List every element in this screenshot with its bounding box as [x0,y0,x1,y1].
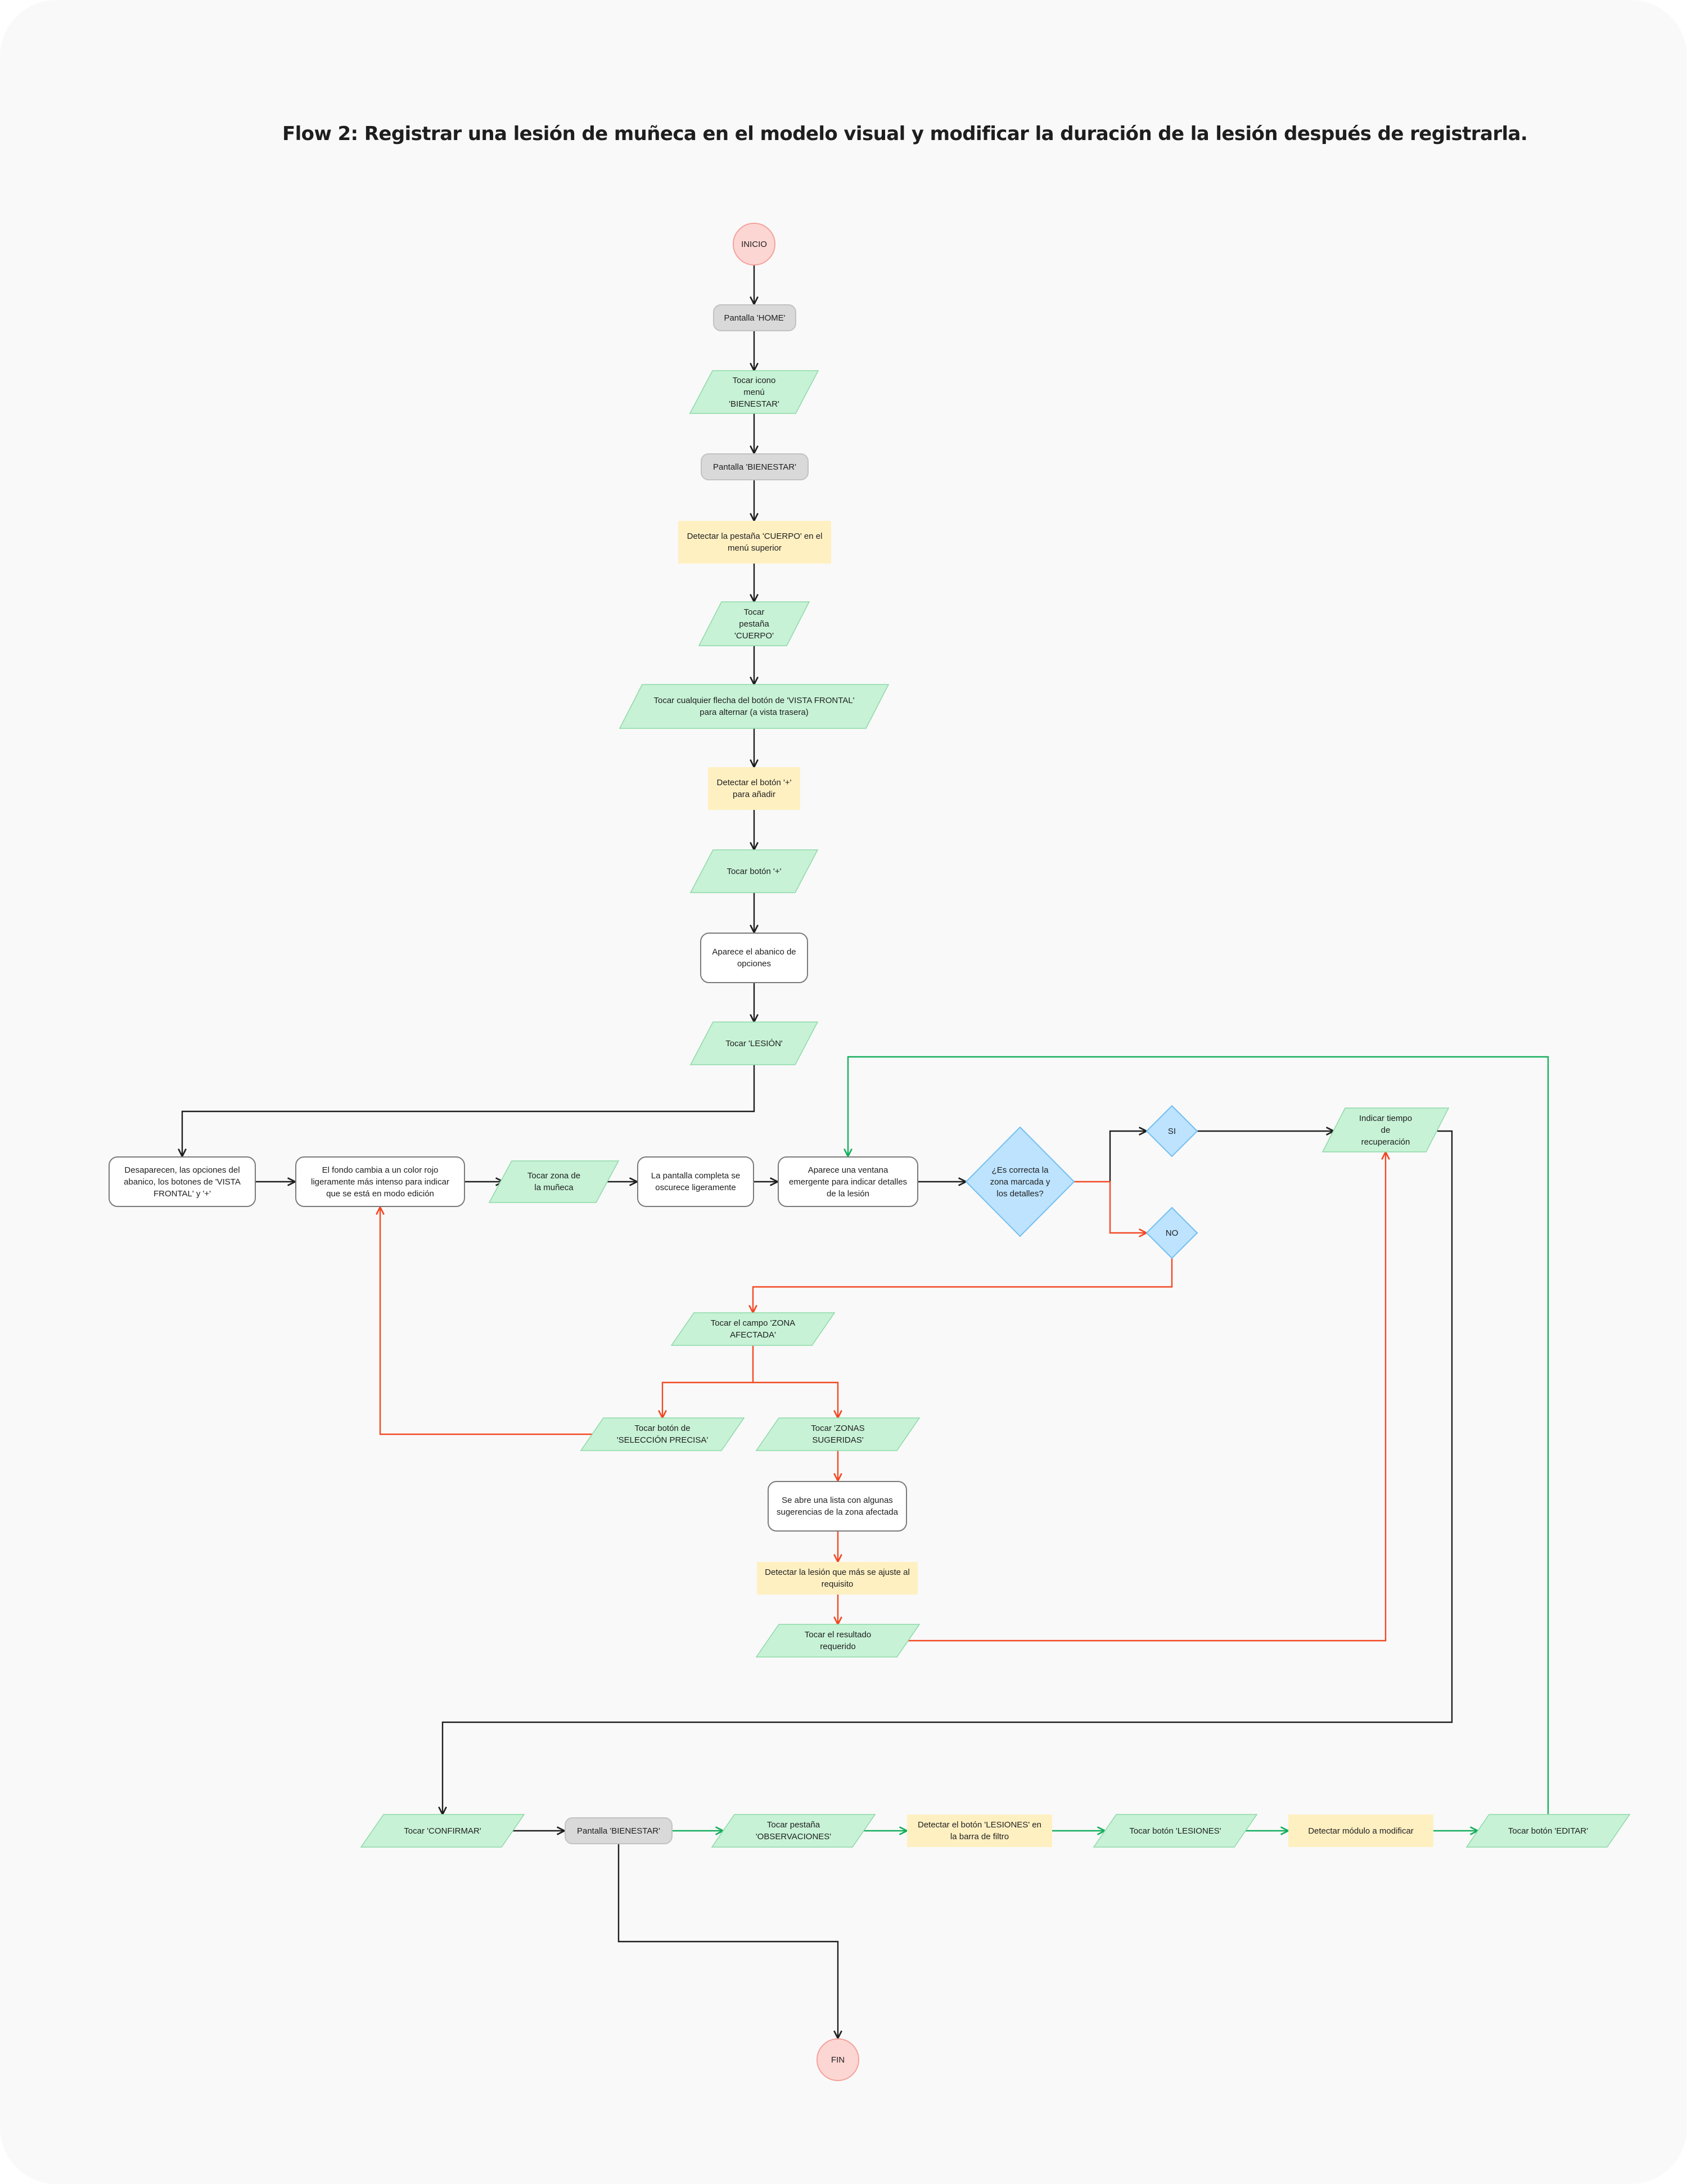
action-tap-edit-button: Tocar botón 'EDITAR' [1465,1814,1631,1848]
detect-cuerpo-tab-node: Detectar la pestaña 'CUERPO' en el menú … [678,521,831,564]
end-node: FIN [817,2038,859,2081]
action-tap-lesiones-button: Tocar botón 'LESIONES' [1093,1814,1258,1848]
process-suggestions-list-node: Se abre una lista con algunas sugerencia… [768,1481,907,1532]
connector-arrow [848,1056,1549,1814]
action-tap-plus-button: Tocar botón '+' [689,849,819,893]
detect-plus-button-node: Detectar el botón '+' para añadir [708,767,800,810]
start-node: INICIO [733,223,775,265]
flow-title: Flow 2: Registrar una lesión de muñeca e… [282,123,1528,145]
action-tap-suggested-zones: Tocar 'ZONAS SUGERIDAS' [755,1417,921,1451]
connector-arrow [1074,1181,1147,1233]
process-popup-details-node: Aparece una ventana emergente para indic… [778,1156,918,1207]
decision-zone-correct-node: ¿Es correcta la zona marcada y los detal… [965,1126,1075,1237]
connector-arrow [443,1130,1453,1814]
process-options-disappear-node: Desaparecen, las opciones del abanico, l… [109,1156,256,1207]
connector-arrow [1109,1131,1147,1182]
connector-arrow [903,1152,1386,1642]
connector-arrow [753,1258,1173,1313]
detect-lesiones-button-node: Detectar el botón 'LESIONES' en la barra… [907,1814,1052,1847]
action-tap-cuerpo-tab: Tocar pestaña 'CUERPO' [698,601,810,646]
connector-arrow [662,1345,754,1418]
screen-home-node: Pantalla 'HOME' [713,304,796,331]
action-tap-view-arrow: Tocar cualquier flecha del botón de 'VIS… [619,684,890,729]
process-fan-options-node: Aparece el abanico de opciones [700,933,808,983]
detect-module-node: Detectar módulo a modificar [1288,1814,1433,1847]
action-tap-lesion: Tocar 'LESIÓN' [689,1021,819,1065]
detect-matching-injury-node: Detectar la lesión que más se ajuste al … [757,1562,918,1595]
action-tap-bienestar-icon: Tocar icono menú 'BIENESTAR' [689,370,819,414]
action-tap-observaciones-tab: Tocar pestaña 'OBSERVACIONES' [711,1814,876,1848]
action-tap-precise-selection: Tocar botón de 'SELECCIÓN PRECISA' [580,1417,745,1451]
action-tap-required-result: Tocar el resultado requerido [755,1624,921,1658]
process-red-background-node: El fondo cambia a un color rojo ligerame… [295,1156,465,1207]
connector-arrow [753,1381,838,1418]
process-screen-darkens-node: La pantalla completa se oscurece ligeram… [637,1156,754,1207]
decision-no-node: NO [1145,1206,1198,1259]
screen-bienestar-bottom-node: Pantalla 'BIENESTAR' [565,1817,673,1844]
action-tap-affected-zone-field: Tocar el campo 'ZONA AFECTADA' [670,1312,836,1346]
connector-arrow [182,1065,755,1156]
screen-bienestar-node: Pantalla 'BIENESTAR' [701,453,809,480]
action-set-recovery-time: Indicar tiempo de recuperación [1321,1107,1450,1152]
action-tap-confirm: Tocar 'CONFIRMAR' [360,1814,525,1848]
decision-yes-node: SI [1145,1105,1198,1158]
action-tap-wrist-zone: Tocar zona de la muñeca [488,1160,620,1203]
connector-arrow [617,1844,838,2038]
connector-arrow [380,1207,592,1435]
